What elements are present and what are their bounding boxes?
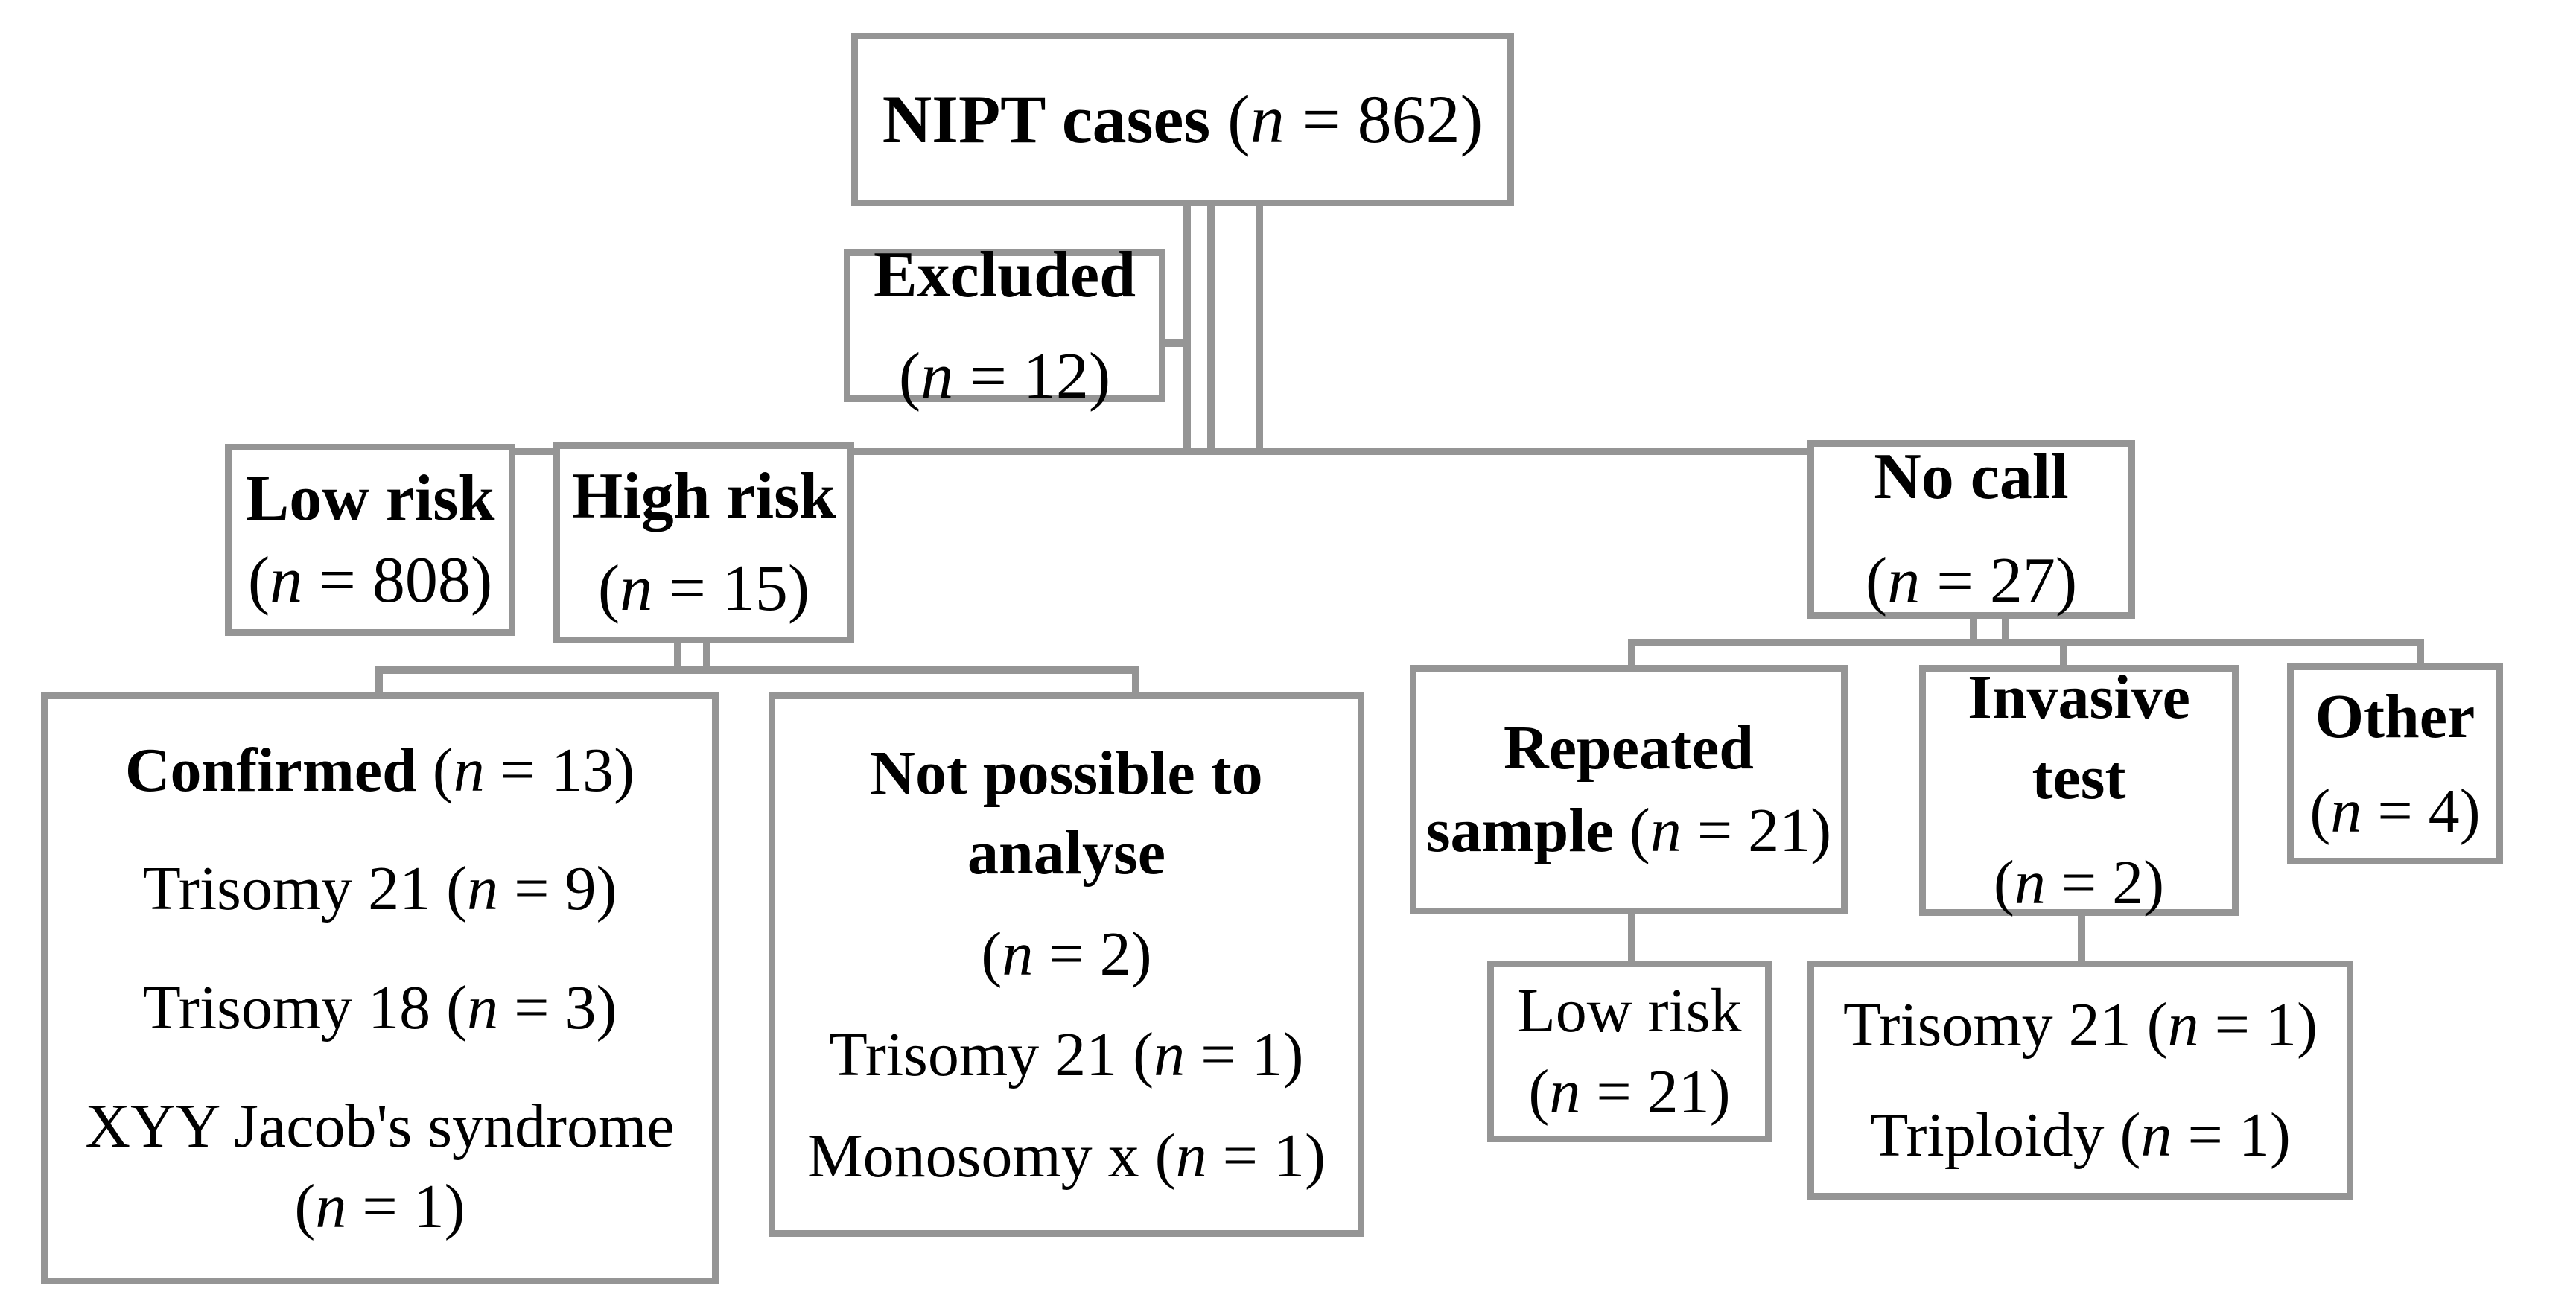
node-invasive-test-results: Trisomy 21 (n = 1) Triploidy (n = 1) — [1807, 961, 2353, 1200]
node-nipt-cases: NIPT cases (n = 862) — [851, 33, 1514, 206]
confirmed-xyy-count: (n = 1) — [294, 1171, 465, 1241]
confirmed-title: Confirmed (n = 13) — [124, 735, 635, 805]
low-risk-result-title: Low risk — [1517, 975, 1742, 1045]
invasive-title-line2: test — [2032, 742, 2126, 812]
repeated-title-line1: Repeated — [1504, 713, 1754, 783]
node-repeated-sample: Repeated sample (n = 21) — [1410, 665, 1848, 914]
low-risk-result-count: (n = 21) — [1528, 1057, 1731, 1127]
confirmed-trisomy21: Trisomy 21 (n = 9) — [142, 854, 617, 924]
node-excluded: Excluded (n = 12) — [844, 239, 1165, 413]
connector-excluded-stub — [1160, 339, 1191, 347]
invasive-result-triploidy: Triploidy (n = 1) — [1870, 1100, 2291, 1170]
node-low-risk-result: Low risk (n = 21) — [1487, 961, 1772, 1142]
connector-nocall-drop-left — [1970, 614, 1977, 646]
node-no-call: No call (n = 27) — [1807, 440, 2135, 619]
nipt-cases-label: NIPT cases (n = 862) — [882, 81, 1483, 157]
node-invasive-test: Invasive test (n = 2) — [1919, 663, 2239, 917]
connector-highrisk-branch-line — [375, 666, 1139, 674]
connector-invasive-stub — [2060, 639, 2067, 670]
low-risk-title: Low risk — [245, 462, 495, 535]
not-possible-title-line1: Not possible to — [870, 738, 1263, 808]
not-possible-count: (n = 2) — [981, 919, 1152, 989]
excluded-title: Excluded — [873, 238, 1136, 311]
not-possible-monosomy-x: Monosomy x (n = 1) — [807, 1121, 1326, 1191]
connector-nipt-vertical-mid — [1207, 206, 1215, 454]
connector-other-stub — [2417, 639, 2424, 669]
connector-main-branch-line — [387, 448, 1981, 455]
other-title: Other — [2315, 682, 2475, 751]
node-other: Other (n = 4) — [2287, 663, 2503, 864]
connector-notpossible-stub — [1132, 666, 1139, 699]
node-not-possible-to-analyse: Not possible to analyse (n = 2) Trisomy … — [769, 692, 1364, 1237]
confirmed-trisomy18: Trisomy 18 (n = 3) — [142, 972, 617, 1042]
invasive-result-trisomy21: Trisomy 21 (n = 1) — [1842, 990, 2318, 1060]
connector-nipt-vertical-right — [1256, 206, 1263, 454]
not-possible-title-line2: analyse — [967, 818, 1166, 888]
other-count: (n = 4) — [2309, 777, 2481, 846]
connector-repeated-stub — [1628, 639, 1635, 670]
confirmed-xyy-line1: XYY Jacob's syndrome — [85, 1092, 675, 1162]
no-call-count: (n = 27) — [1865, 545, 2078, 617]
node-high-risk: High risk (n = 15) — [553, 442, 854, 643]
node-confirmed: Confirmed (n = 13) Trisomy 21 (n = 9) Tr… — [41, 692, 719, 1284]
excluded-count: (n = 12) — [898, 340, 1111, 413]
connector-lowrisk21-stub — [1628, 911, 1635, 965]
high-risk-title: High risk — [571, 460, 836, 532]
low-risk-count: (n = 808) — [247, 544, 493, 617]
connector-confirmed-stub — [375, 666, 383, 699]
connector-nipt-vertical-left — [1183, 206, 1191, 454]
invasive-title-line1: Invasive — [1968, 663, 2190, 733]
connector-highrisk-drop-right — [703, 639, 710, 670]
invasive-count: (n = 2) — [1993, 848, 2165, 918]
repeated-title-line2: sample (n = 21) — [1425, 795, 1832, 865]
connector-invasiveresults-stub — [2078, 913, 2085, 965]
connector-nocall-drop-right — [2002, 614, 2009, 646]
connector-highrisk-drop-left — [674, 639, 681, 670]
connector-nocall-branch-line — [1628, 639, 2424, 646]
no-call-title: No call — [1874, 441, 2069, 513]
node-low-risk: Low risk (n = 808) — [225, 444, 515, 636]
not-possible-trisomy21: Trisomy 21 (n = 1) — [829, 1020, 1304, 1090]
high-risk-count: (n = 15) — [597, 552, 810, 625]
